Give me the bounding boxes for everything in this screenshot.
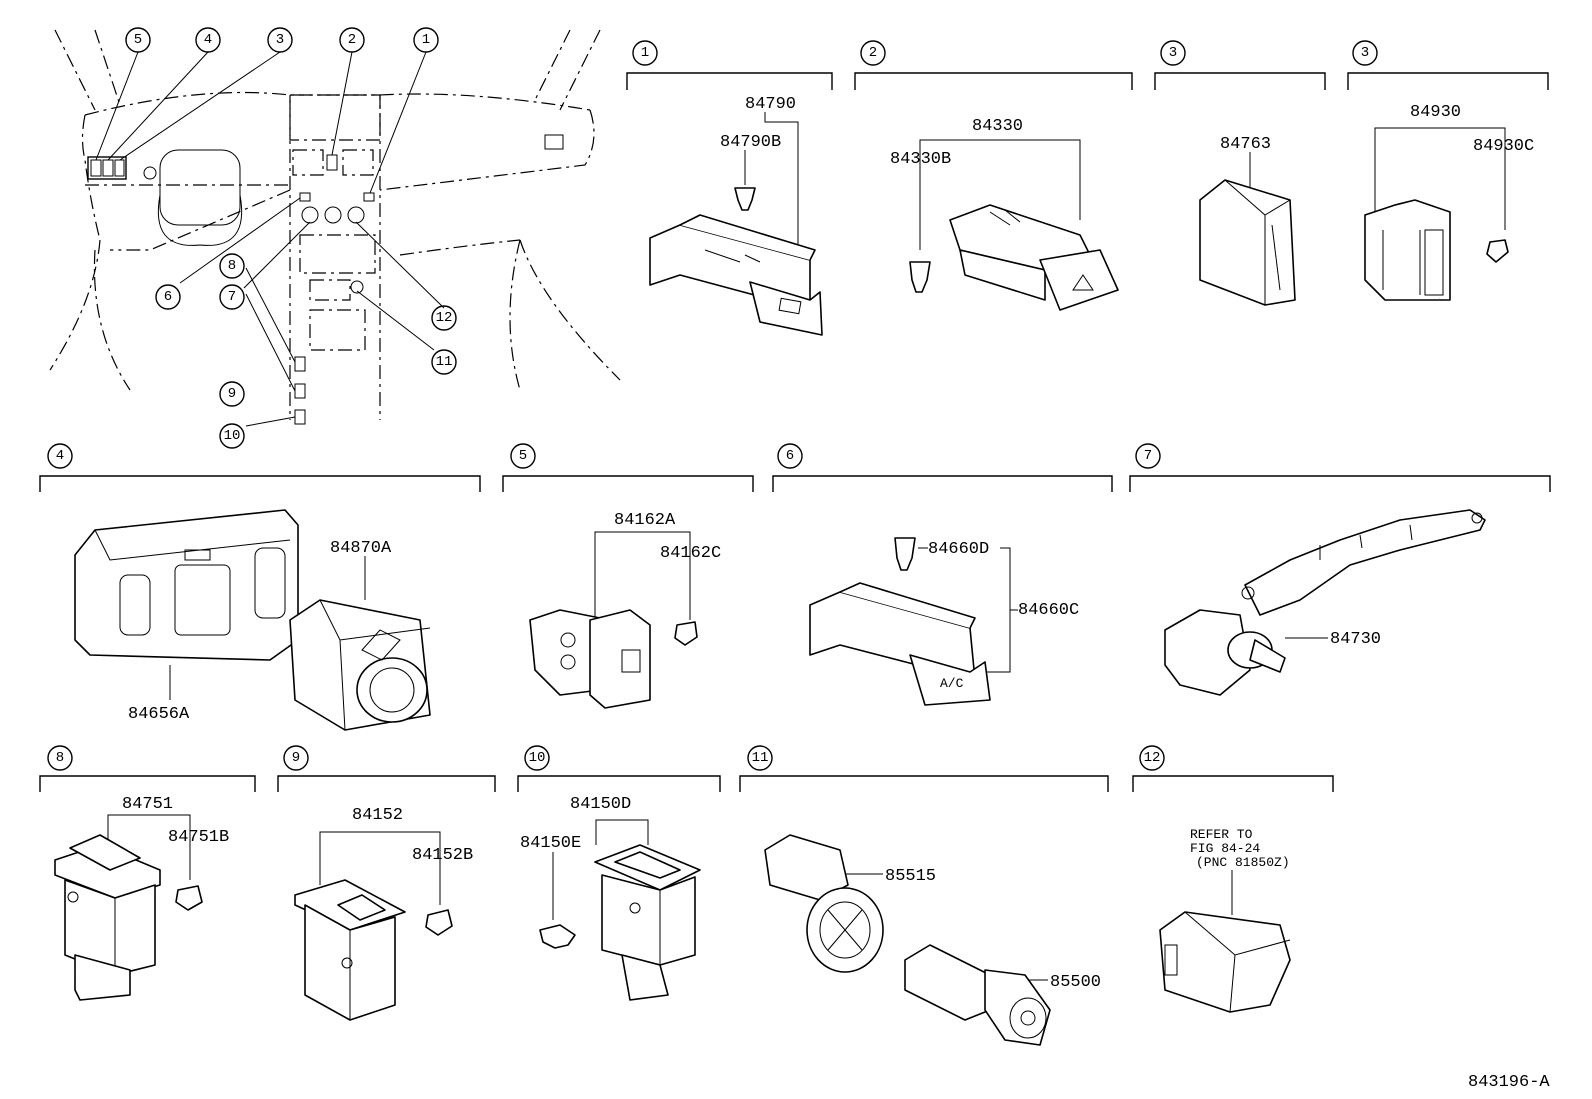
group-2: 2 84330 84330B <box>854 40 1133 311</box>
part-84162A: 84162A <box>614 511 676 530</box>
overview-callout-12: 12 <box>431 305 457 331</box>
figure-id: 843196-A <box>1468 1073 1550 1092</box>
group-8: 8 84751 84751B <box>39 745 256 1001</box>
svg-text:3: 3 <box>276 32 284 48</box>
svg-text:9: 9 <box>228 386 236 402</box>
refer-note-line-2: FIG 84-24 <box>1190 841 1260 856</box>
group-10: 10 84150D 84150E <box>517 745 721 1001</box>
svg-text:11: 11 <box>436 354 453 370</box>
svg-text:9: 9 <box>292 750 300 766</box>
group-4: 4 84870A 84656A <box>39 443 481 731</box>
part-84152: 84152 <box>352 806 403 825</box>
part-84930: 84930 <box>1410 103 1461 122</box>
svg-text:2: 2 <box>869 45 877 61</box>
svg-text:5: 5 <box>519 448 527 464</box>
svg-text:4: 4 <box>204 32 212 48</box>
overview-callout-3: 3 <box>267 27 293 53</box>
svg-text:2: 2 <box>348 32 356 48</box>
svg-text:12: 12 <box>1144 750 1161 766</box>
overview-callout-11: 11 <box>431 349 457 375</box>
part-84763: 84763 <box>1220 135 1271 154</box>
overview-callout-8: 8 <box>219 253 245 279</box>
ac-marking: A/C <box>940 676 964 691</box>
part-84656A: 84656A <box>128 705 190 724</box>
part-84660D: 84660D <box>928 540 989 559</box>
part-85515: 85515 <box>885 867 936 886</box>
part-84751B: 84751B <box>168 828 229 847</box>
svg-text:7: 7 <box>228 289 236 305</box>
part-84930C: 84930C <box>1473 137 1534 156</box>
part-84330B: 84330B <box>890 150 951 169</box>
refer-note-line-1: REFER TO <box>1190 827 1253 842</box>
group-9: 9 84152 84152B <box>277 745 496 1021</box>
svg-text:7: 7 <box>1144 448 1152 464</box>
refer-note-line-3: (PNC 81850Z) <box>1196 855 1290 870</box>
part-84162C: 84162C <box>660 544 721 563</box>
part-84330: 84330 <box>972 117 1023 136</box>
svg-text:10: 10 <box>224 428 241 444</box>
svg-text:1: 1 <box>422 32 430 48</box>
svg-text:1: 1 <box>641 45 649 61</box>
overview-callout-10: 10 <box>219 423 245 449</box>
svg-text:6: 6 <box>786 448 794 464</box>
svg-text:5: 5 <box>134 32 142 48</box>
part-84870A: 84870A <box>330 539 392 558</box>
overview-callout-2: 2 <box>339 27 365 53</box>
group-1: 1 84790 84790B <box>626 40 833 336</box>
overview-callout-1: 1 <box>413 27 439 53</box>
group-11: 11 85515 85500 <box>739 745 1109 1046</box>
part-85500: 85500 <box>1050 973 1101 992</box>
svg-text:10: 10 <box>529 750 546 766</box>
overview-callout-6: 6 <box>155 284 181 310</box>
svg-text:3: 3 <box>1169 45 1177 61</box>
group-6: 6 84660D 84660C A/C <box>772 443 1113 706</box>
dashboard-overview: 5 4 3 2 1 6 7 12 11 8 9 10 <box>49 27 621 449</box>
svg-text:8: 8 <box>228 258 236 274</box>
group-7: 7 84730 <box>1129 443 1551 696</box>
group-5: 5 84162A 84162C <box>502 443 754 709</box>
svg-text:3: 3 <box>1361 45 1369 61</box>
part-84790: 84790 <box>745 95 796 114</box>
part-84790B: 84790B <box>720 133 781 152</box>
svg-text:6: 6 <box>164 289 172 305</box>
part-84660C: 84660C <box>1018 601 1079 620</box>
svg-text:11: 11 <box>752 750 769 766</box>
overview-callout-5: 5 <box>125 27 151 53</box>
group-12: 12 REFER TO FIG 84-24 (PNC 81850Z) <box>1132 745 1334 1013</box>
group-3b: 3 84930 84930C <box>1347 40 1549 301</box>
part-84150D: 84150D <box>570 795 631 814</box>
overview-callout-4: 4 <box>195 27 221 53</box>
part-84152B: 84152B <box>412 846 473 865</box>
svg-text:12: 12 <box>436 310 453 326</box>
svg-text:8: 8 <box>56 750 64 766</box>
overview-callout-7: 7 <box>219 284 245 310</box>
overview-callout-9: 9 <box>219 381 245 407</box>
svg-text:4: 4 <box>56 448 64 464</box>
part-84751: 84751 <box>122 795 173 814</box>
part-84730: 84730 <box>1330 630 1381 649</box>
group-3a: 3 84763 <box>1154 40 1326 306</box>
part-84150E: 84150E <box>520 834 581 853</box>
